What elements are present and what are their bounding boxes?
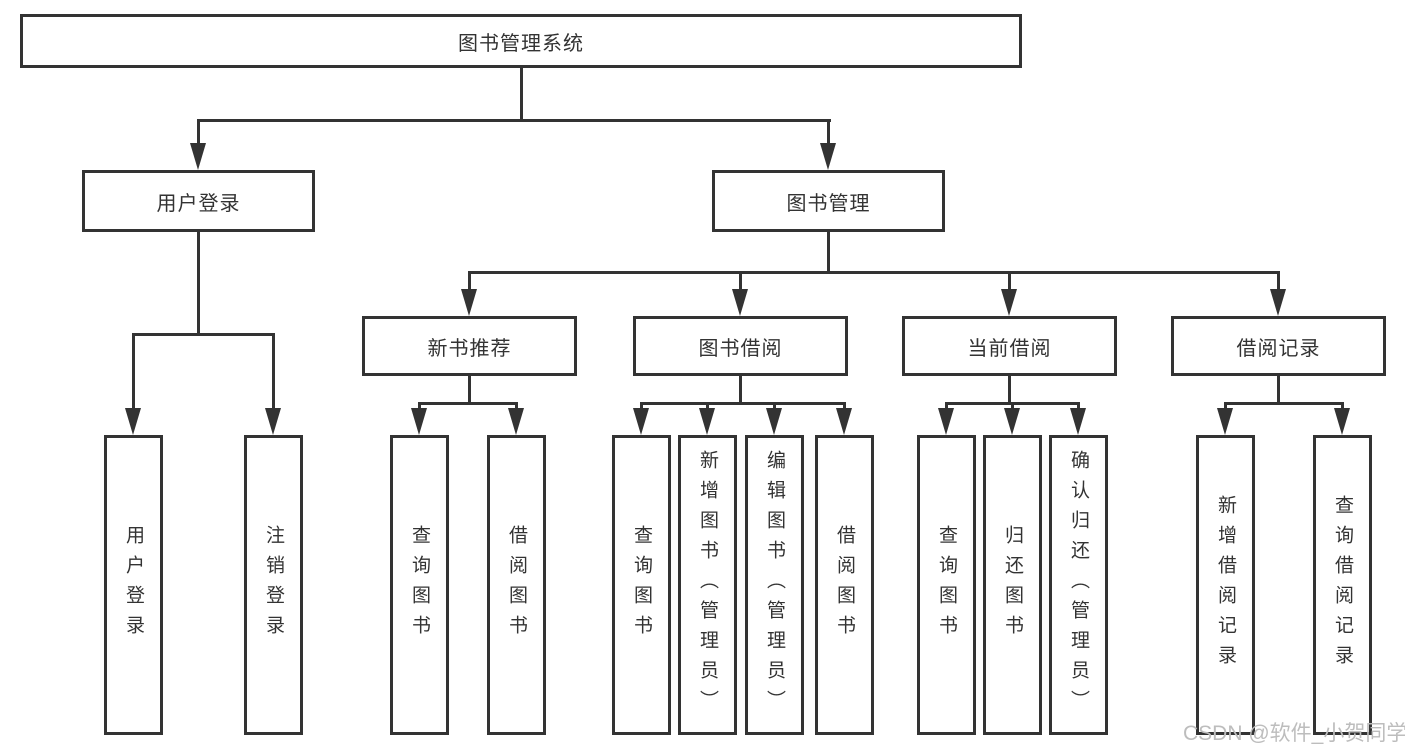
connector-line — [1277, 374, 1280, 404]
node-new-book-recommend-label: 新书推荐 — [427, 337, 512, 360]
connector-line — [706, 402, 709, 410]
connector-line — [739, 271, 742, 291]
node-user-login-label: 用户登录 — [156, 192, 241, 215]
node-user-login: 用户登录 — [82, 170, 315, 232]
connector-line — [197, 229, 200, 335]
arrow-down-icon — [633, 408, 649, 435]
arrow-down-icon — [508, 408, 524, 435]
arrow-down-icon — [190, 143, 206, 170]
connector-line — [197, 119, 200, 147]
node-current-borrow: 当前借阅 — [902, 316, 1117, 376]
connector-line — [418, 402, 518, 405]
leaf-label: 查询图书 — [409, 525, 430, 645]
connector-line — [272, 333, 275, 409]
connector-line — [468, 271, 1280, 274]
leaf-borrow-query-books: 查询图书 — [612, 435, 671, 735]
leaf-recommend-query-books: 查询图书 — [390, 435, 449, 735]
leaf-label: 用户登录 — [123, 525, 144, 645]
leaf-label: 查询图书 — [936, 525, 957, 645]
node-book-borrow-label: 图书借阅 — [698, 337, 783, 360]
leaf-label: 查询借阅记录 — [1332, 495, 1353, 675]
leaf-label: 注销登录 — [263, 525, 284, 645]
connector-line — [132, 333, 275, 336]
connector-line — [1011, 402, 1014, 410]
node-root: 图书管理系统 — [20, 14, 1022, 68]
node-current-borrow-label: 当前借阅 — [967, 337, 1052, 360]
leaf-records-query-record: 查询借阅记录 — [1313, 435, 1372, 735]
node-borrow-records-label: 借阅记录 — [1236, 337, 1321, 360]
arrow-down-icon — [1070, 408, 1086, 435]
node-new-book-recommend: 新书推荐 — [362, 316, 577, 376]
leaf-label: 查询图书 — [631, 525, 652, 645]
leaf-records-add-record: 新增借阅记录 — [1196, 435, 1255, 735]
connector-line — [132, 333, 135, 409]
connector-line — [945, 402, 948, 410]
connector-line — [827, 229, 830, 273]
arrow-down-icon — [125, 408, 141, 435]
leaf-recommend-borrow-books: 借阅图书 — [487, 435, 546, 735]
leaf-user-login: 用户登录 — [104, 435, 163, 735]
node-borrow-records: 借阅记录 — [1171, 316, 1386, 376]
leaf-label: 确认归还（管理员） — [1068, 450, 1089, 720]
connector-line — [739, 374, 742, 404]
node-book-management-label: 图书管理 — [786, 192, 871, 215]
leaf-borrow-add-books-admin: 新增图书（管理员） — [678, 435, 737, 735]
connector-line — [468, 271, 471, 291]
arrow-down-icon — [1270, 289, 1286, 316]
connector-line — [640, 402, 846, 405]
leaf-current-query-books: 查询图书 — [917, 435, 976, 735]
arrow-down-icon — [938, 408, 954, 435]
leaf-current-return-books: 归还图书 — [983, 435, 1042, 735]
connector-line — [1277, 271, 1280, 291]
node-book-management: 图书管理 — [712, 170, 945, 232]
arrow-down-icon — [1334, 408, 1350, 435]
connector-line — [827, 119, 830, 147]
leaf-label: 编辑图书（管理员） — [764, 450, 785, 720]
arrow-down-icon — [1004, 408, 1020, 435]
connector-line — [773, 402, 776, 410]
arrow-down-icon — [836, 408, 852, 435]
leaf-label: 新增借阅记录 — [1215, 495, 1236, 675]
leaf-label: 新增图书（管理员） — [697, 450, 718, 720]
connector-line — [520, 66, 523, 121]
connector-line — [1008, 271, 1011, 291]
connector-line — [1077, 402, 1080, 410]
node-root-label: 图书管理系统 — [458, 32, 584, 55]
arrow-down-icon — [732, 289, 748, 316]
leaf-borrow-borrow-books: 借阅图书 — [815, 435, 874, 735]
connector-line — [1224, 402, 1344, 405]
arrow-down-icon — [411, 408, 427, 435]
leaf-current-confirm-return-admin: 确认归还（管理员） — [1049, 435, 1108, 735]
connector-line — [640, 402, 643, 410]
connector-line — [515, 402, 518, 410]
connector-line — [197, 119, 831, 122]
arrow-down-icon — [699, 408, 715, 435]
leaf-borrow-edit-books-admin: 编辑图书（管理员） — [745, 435, 804, 735]
connector-line — [468, 374, 471, 404]
connector-line — [843, 402, 846, 410]
connector-line — [418, 402, 421, 410]
connector-line — [1224, 402, 1227, 410]
arrow-down-icon — [766, 408, 782, 435]
arrow-down-icon — [461, 289, 477, 316]
node-book-borrow: 图书借阅 — [633, 316, 848, 376]
leaf-logout: 注销登录 — [244, 435, 303, 735]
arrow-down-icon — [820, 143, 836, 170]
arrow-down-icon — [265, 408, 281, 435]
arrow-down-icon — [1001, 289, 1017, 316]
arrow-down-icon — [1217, 408, 1233, 435]
csdn-watermark: CSDN @软件_小贺同学 — [1183, 722, 1405, 745]
connector-line — [1008, 374, 1011, 404]
leaf-label: 归还图书 — [1002, 525, 1023, 645]
leaf-label: 借阅图书 — [506, 525, 527, 645]
leaf-label: 借阅图书 — [834, 525, 855, 645]
connector-line — [1341, 402, 1344, 410]
